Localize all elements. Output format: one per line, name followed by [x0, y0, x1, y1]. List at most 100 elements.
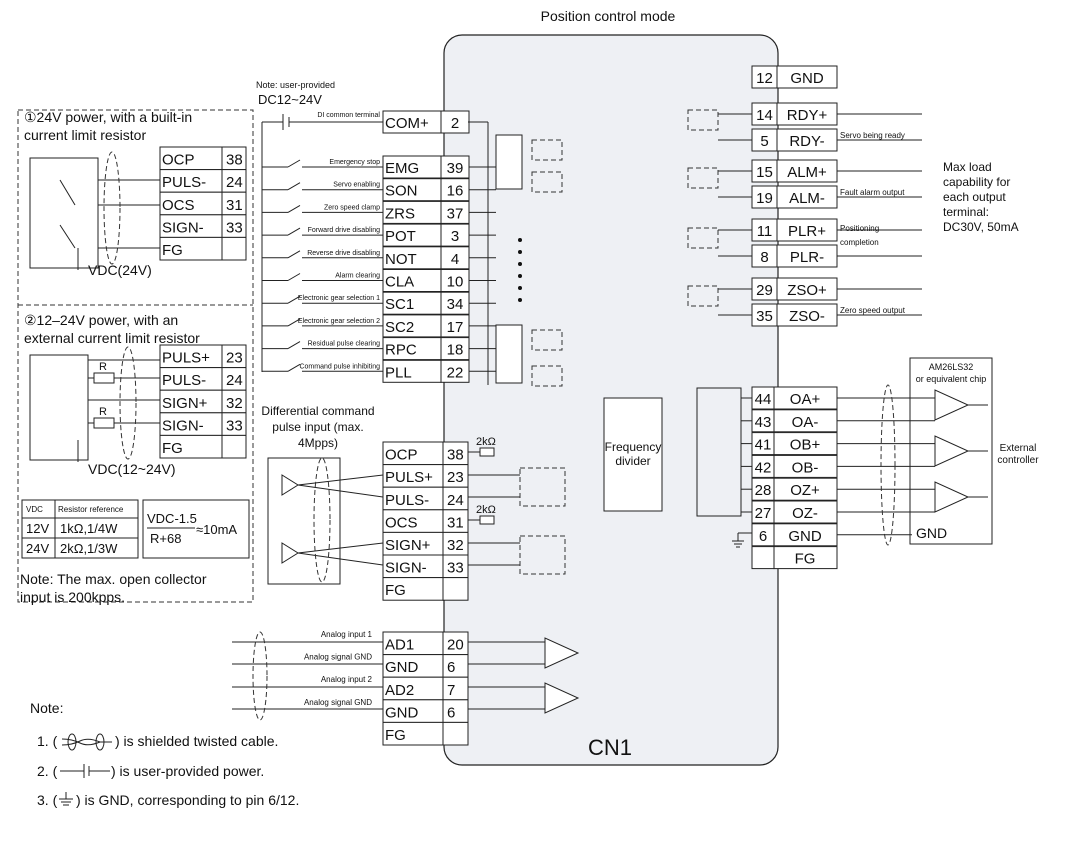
pin-row: PULS-24 — [159, 169, 247, 193]
max-load-5: DC30V, 50mA — [943, 220, 1019, 234]
output-signal: ZSO+ — [787, 282, 827, 299]
diff-driver-box — [267, 457, 341, 585]
analog-desc: Analog input 1 — [321, 630, 373, 639]
pin-row: PULS+ 23 — [382, 464, 469, 488]
pin-signal: PULS+ — [385, 469, 433, 486]
di-pin: 17 — [447, 319, 464, 336]
di-signal: RPC — [385, 342, 417, 359]
output-pin: 19 — [756, 190, 773, 207]
pin-number: 32 — [447, 537, 464, 554]
pin-row: FG — [159, 434, 247, 459]
analog-shield — [252, 631, 268, 721]
freq-divider-1: Frequency — [605, 440, 662, 454]
analog-desc: Analog input 2 — [321, 675, 373, 684]
formula-result: ≈10mA — [196, 522, 237, 537]
formula-denominator: R+68 — [150, 531, 181, 546]
option1-title-1: ①24V power, with a built-in — [24, 109, 192, 125]
di-signal: POT — [385, 228, 416, 245]
pin-number: 38 — [226, 152, 243, 169]
di-pin: 10 — [447, 274, 464, 291]
pin-number: 33 — [226, 219, 243, 236]
line-driver-box — [696, 387, 742, 517]
chip-label-1: AM26LS32 — [929, 362, 974, 372]
di-optocouplers — [468, 121, 563, 387]
note-1: 1. ( ) is shielded twisted cable. — [37, 733, 278, 751]
pin-row: SIGN-33 — [159, 214, 247, 238]
analog-desc: Analog signal GND — [304, 653, 372, 662]
table-header-vdc: VDC — [26, 505, 43, 514]
table-header-resistor: Resistor reference — [58, 505, 124, 514]
encoder-row: FG — [751, 546, 838, 570]
controller-gnd-label: GND — [916, 525, 947, 541]
pin-number: 33 — [226, 417, 243, 434]
di-signal: COM+ — [385, 115, 429, 132]
diff-drivers — [281, 474, 384, 566]
pin-row: FG — [382, 577, 469, 601]
pin-number: 23 — [447, 469, 464, 486]
diff-title-3: 4Mpps) — [298, 436, 338, 450]
output-pin: 12 — [756, 70, 773, 87]
pin-signal: OCS — [162, 197, 195, 214]
di-desc: Servo enabling — [333, 182, 380, 189]
encoder-pin: 41 — [755, 437, 772, 454]
power-note-1: Note: user-provided — [256, 80, 335, 90]
pin-row: GND 6 — [382, 699, 469, 723]
left-note-2: input is 200kpps. — [20, 589, 125, 605]
pin-number: 24 — [447, 492, 464, 509]
output-pin: 35 — [756, 308, 773, 325]
diagram-title: Position control mode — [541, 8, 676, 24]
frequency-divider-box — [603, 397, 663, 512]
pin-number: 6 — [447, 704, 455, 721]
output-signal: PLR+ — [788, 223, 826, 240]
table-row1-vdc: 12V — [26, 521, 49, 536]
note-3-suffix: ) is GND, corresponding to pin 6/12. — [76, 792, 299, 808]
output-pin: 8 — [760, 249, 768, 266]
di-desc: Forward drive disabling — [308, 227, 380, 234]
output-signal: RDY- — [789, 133, 824, 150]
chip-box — [909, 357, 993, 545]
encoder-signal: OZ- — [792, 505, 818, 522]
resistor-label-1: R — [99, 361, 107, 373]
diff-title-2: pulse input (max. — [272, 420, 363, 434]
pin-signal: PULS+ — [162, 350, 210, 367]
option2-shield — [119, 346, 137, 460]
note-2-suffix: ) is user-provided power. — [111, 763, 264, 779]
pin-number: 23 — [226, 350, 243, 367]
pin-row: FG — [159, 236, 247, 261]
diff-receivers — [468, 447, 566, 575]
di-signal: NOT — [385, 251, 417, 268]
pin-row: PULS-24 — [382, 486, 469, 511]
pin-signal: GND — [385, 704, 419, 721]
output-desc: completion — [840, 238, 879, 247]
di-row-complus: COM+2DI common terminal — [317, 110, 470, 134]
diff-resistor-1: 2kΩ — [476, 436, 496, 448]
encoder-pin: 44 — [755, 391, 772, 408]
encoder-signal: OA- — [792, 414, 819, 431]
di-bus — [261, 114, 383, 372]
pin-row: SIGN+32 — [382, 531, 469, 556]
di-desc: Alarm clearing — [335, 273, 380, 280]
pin-number: 38 — [447, 447, 464, 464]
pin-signal: SIGN+ — [162, 395, 208, 412]
output-signal: RDY+ — [787, 107, 828, 124]
chip-label-2: or equivalent chip — [916, 374, 987, 384]
encoder-signal: FG — [795, 551, 816, 568]
di-pin: 16 — [447, 183, 464, 200]
option2-transistor-box — [29, 354, 89, 461]
output-desc: Fault alarm output — [840, 188, 905, 197]
encoder-signal: OZ+ — [790, 482, 820, 499]
diff-resistor-2: 2kΩ — [476, 504, 496, 516]
